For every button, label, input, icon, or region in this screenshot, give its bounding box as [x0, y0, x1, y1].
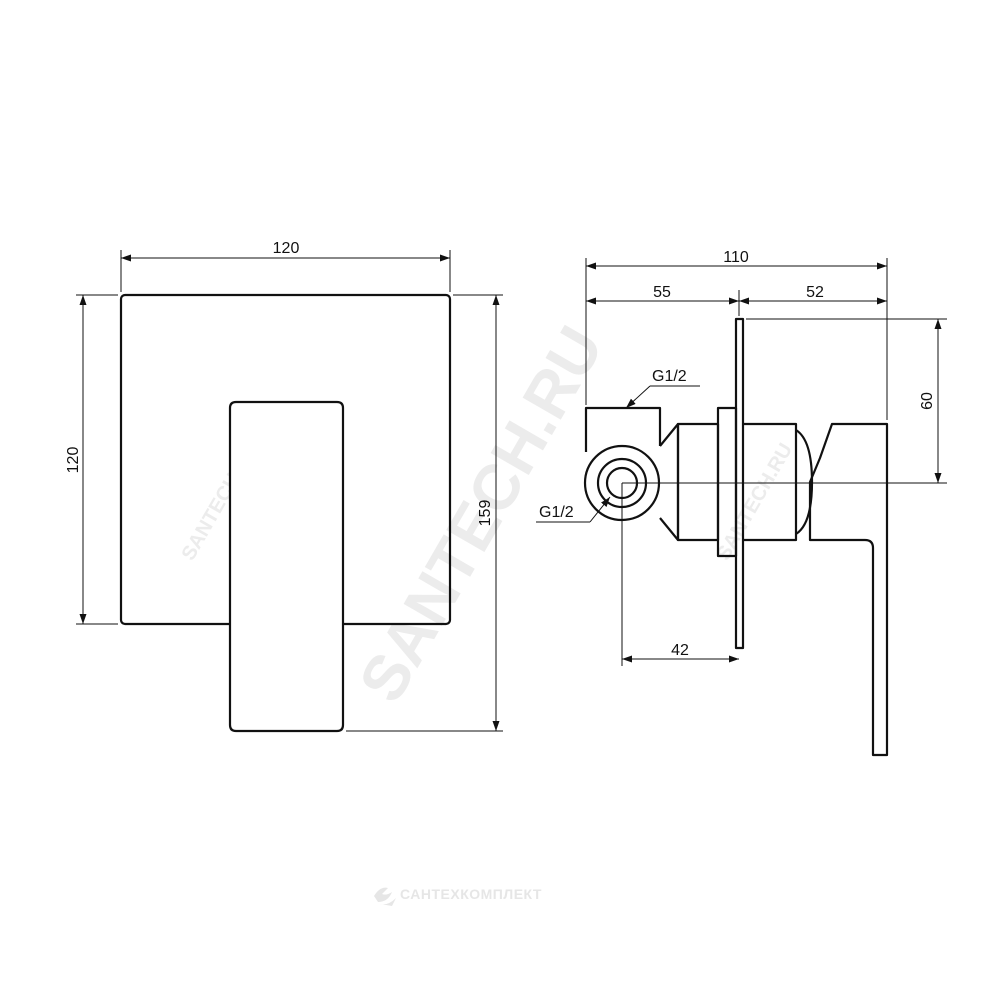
spindle-dome — [795, 429, 814, 535]
side-inlet-label: G1/2 — [539, 504, 574, 521]
top-outlet-leader-arrow — [625, 385, 651, 409]
watermark-small-right: SANTECH.RU — [712, 440, 797, 565]
side-height-offset-label: 60 — [919, 392, 936, 410]
front-total-height-label: 159 — [477, 500, 494, 527]
brand-name: САНТЕХКОМПЛЕКТ — [400, 886, 542, 902]
lever-handle-side — [808, 422, 889, 757]
side-axis-depth-label: 42 — [671, 642, 689, 659]
spindle-sleeve — [743, 422, 798, 542]
front-height-label: 120 — [65, 447, 82, 474]
brand-logo-icon — [374, 887, 396, 906]
side-front-depth-label: 52 — [806, 284, 824, 301]
front-width-label: 120 — [273, 240, 300, 257]
brand-watermark: САНТЕХКОМПЛЕКТ — [374, 886, 542, 906]
valve-body-neck — [659, 422, 680, 542]
cartridge-housing — [676, 422, 720, 542]
side-rear-depth-label: 55 — [653, 284, 671, 301]
lever-handle-front — [228, 400, 345, 733]
top-outlet-label: G1/2 — [652, 368, 687, 385]
front-view: 120 120 159 — [65, 240, 503, 733]
valve-body-top — [584, 406, 662, 452]
side-view: G1/2 G1/2 110 55 52 60 42 — [536, 249, 947, 757]
side-total-depth-label: 110 — [723, 249, 749, 266]
side-inlet-leader-arrow — [589, 496, 611, 523]
